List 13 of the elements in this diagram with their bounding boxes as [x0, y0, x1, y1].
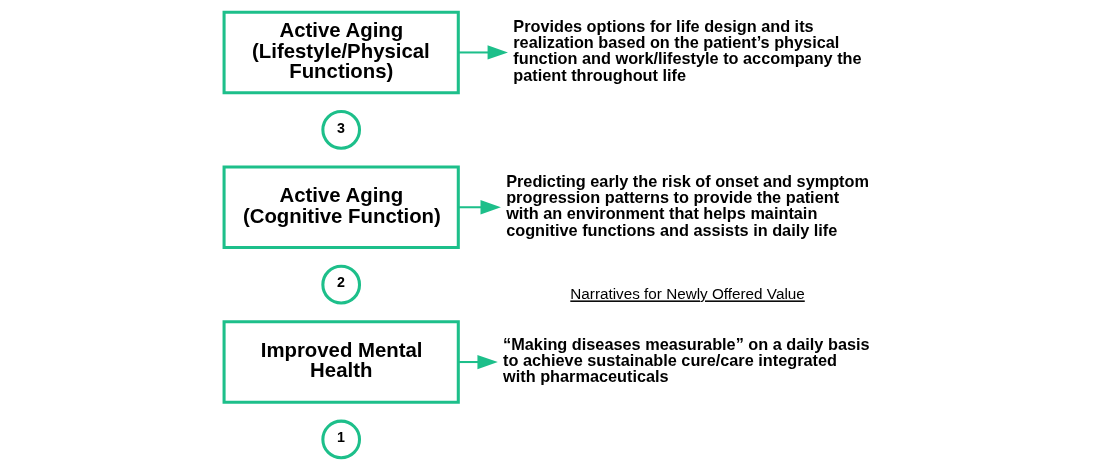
- arrow: [458, 200, 501, 215]
- node-circle: 2: [321, 264, 362, 305]
- node-box: Active Aging (Lifestyle/Physical Functions): [222, 10, 460, 95]
- node-box: Improved Mental Health: [222, 320, 460, 404]
- node-circle: 1: [321, 419, 362, 460]
- node-text: Provides options for life design and its realization based on the patient’s physical function and work/lifestyle to accompany the patient throughout life: [513, 16, 862, 84]
- node-text: Predicting early the risk of onset and symptom progression patterns to provide the patient with an environment that helps maintain cognitive functions and assists in daily life: [506, 171, 869, 239]
- label: Narratives for Newly Offered Value: [570, 285, 805, 303]
- arrow: [458, 354, 498, 370]
- arrow: [458, 45, 508, 60]
- node-text: “Making diseases measurable” on a daily basis to achieve sustainable cure/care integrated with pharmaceuticals: [503, 334, 870, 386]
- node-box: Active Aging (Cognitive Function): [222, 165, 460, 249]
- node-circle: 3: [321, 110, 362, 150]
